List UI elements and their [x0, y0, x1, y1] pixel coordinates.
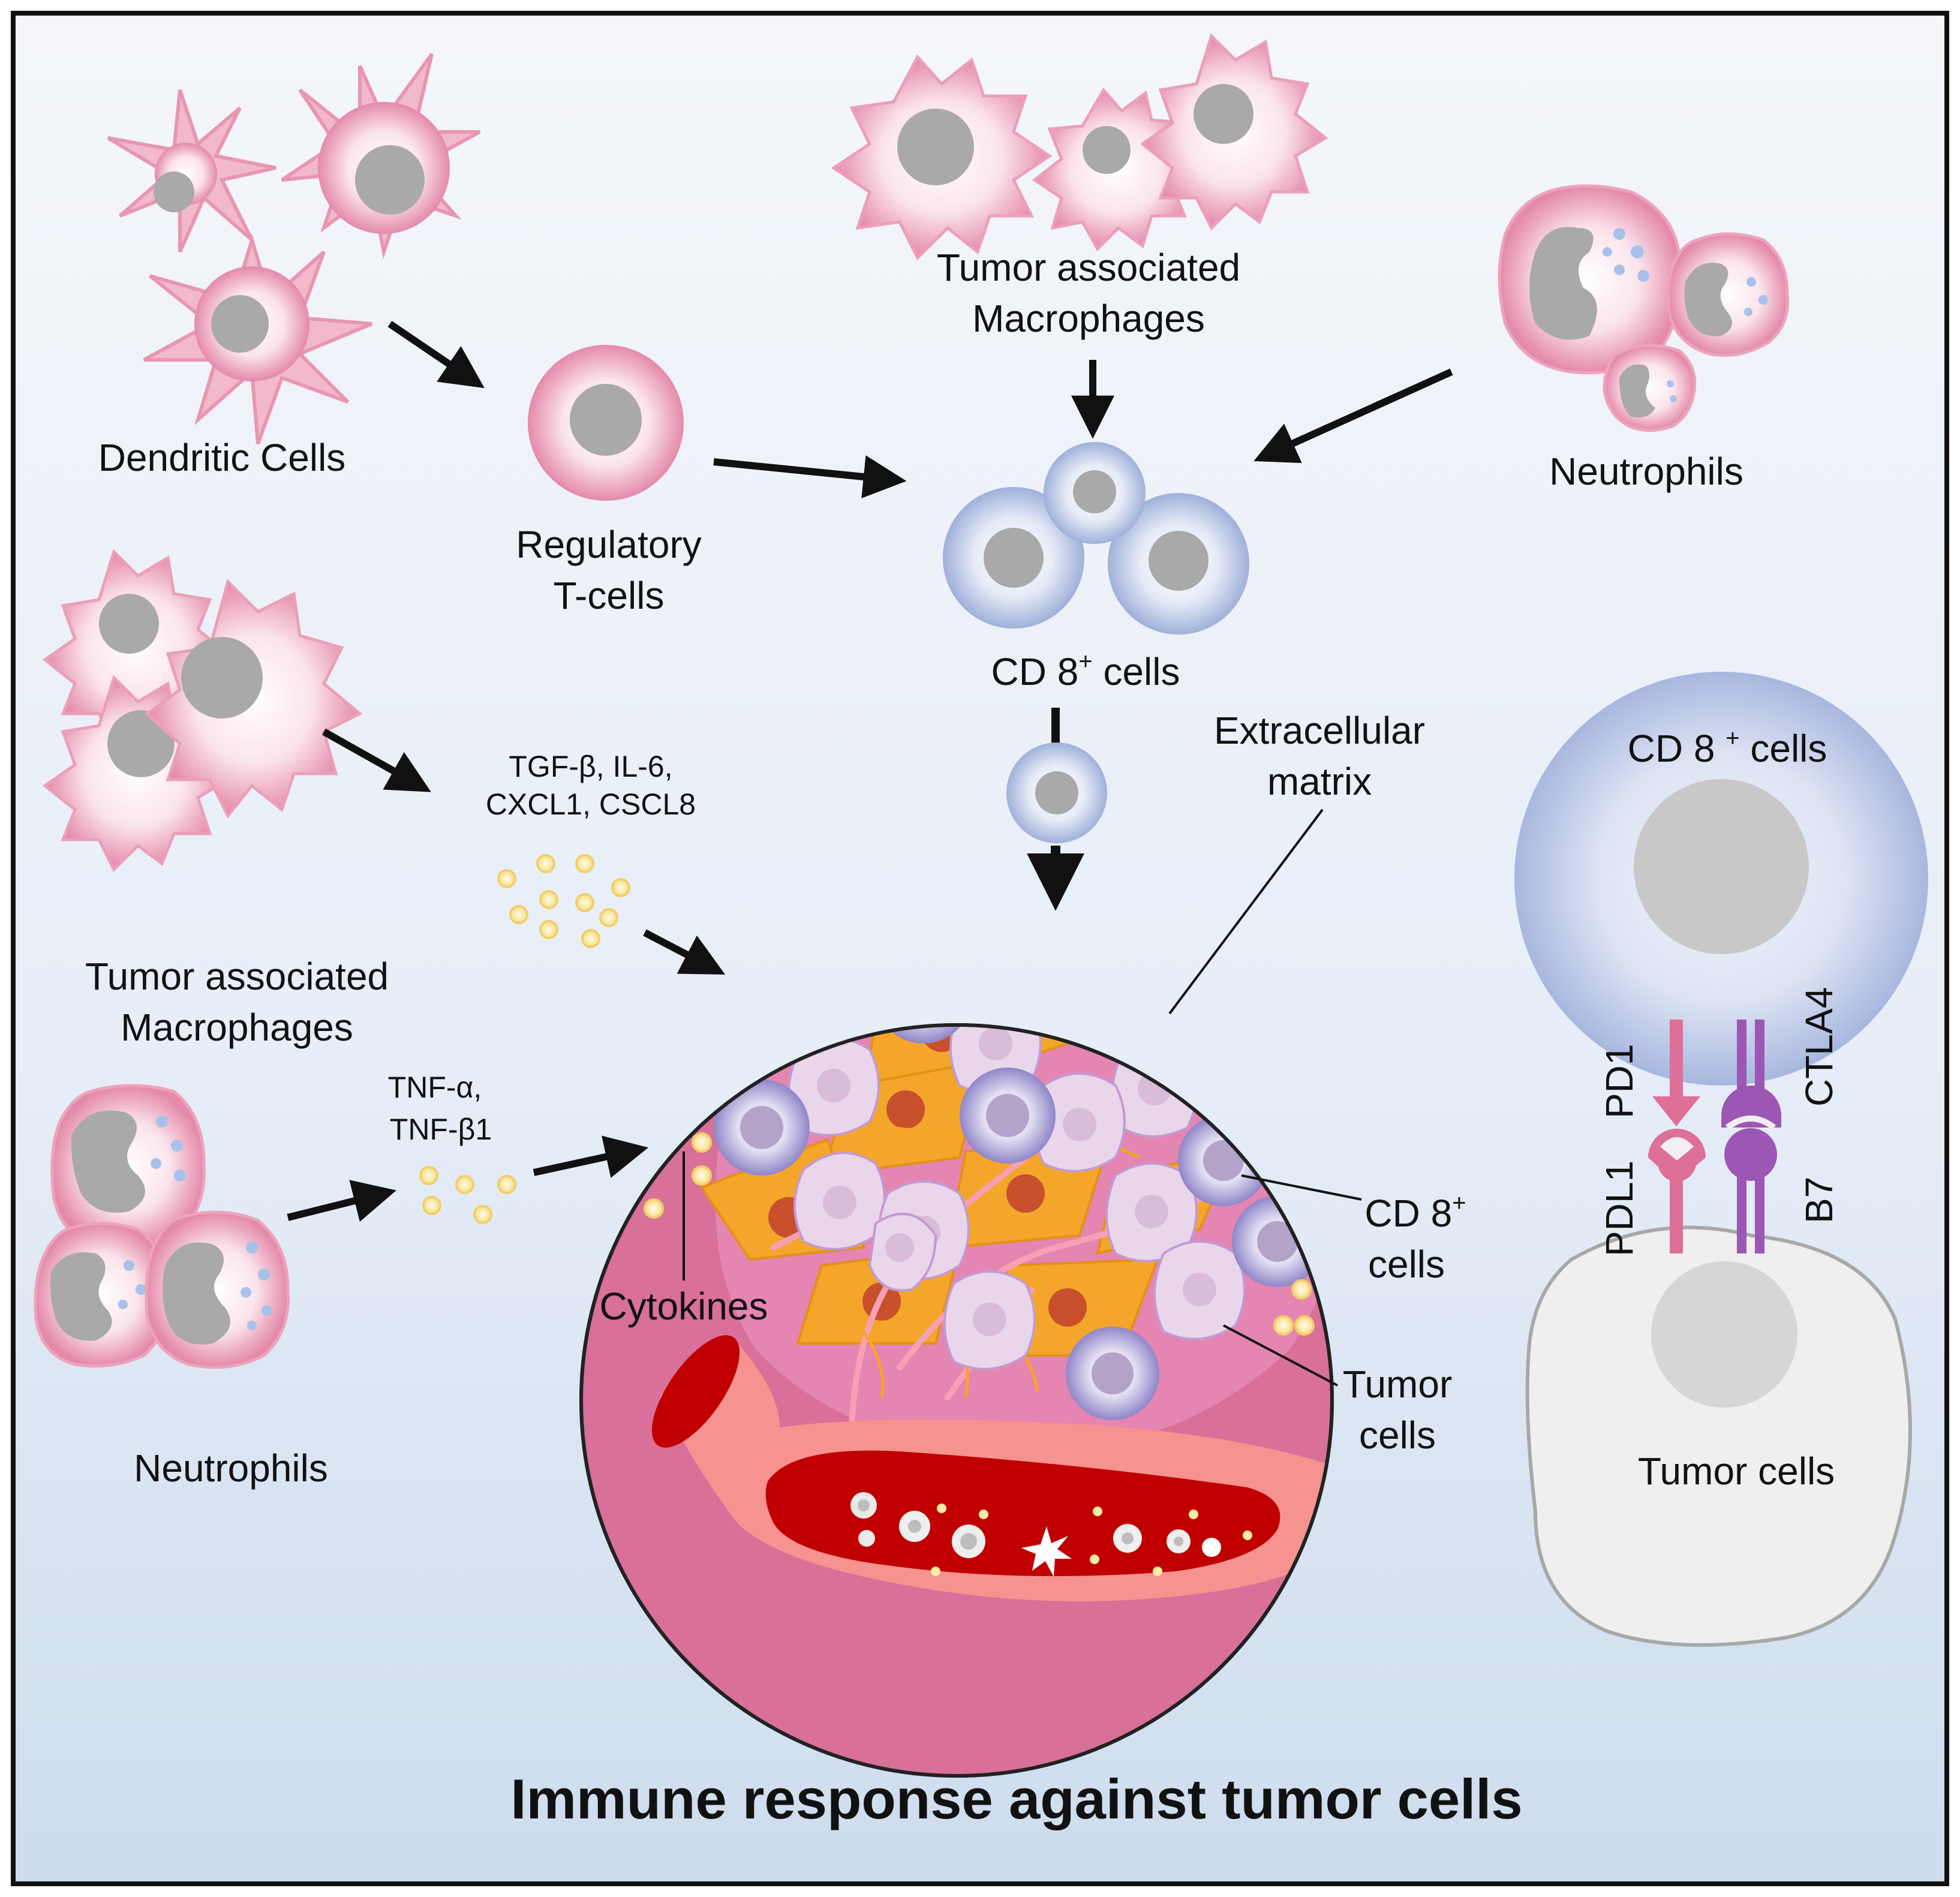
ecm-label-line1: Extracellular — [1214, 709, 1425, 752]
pdl1-label: PDL1 — [1598, 1161, 1641, 1256]
ecm-leader-line — [1168, 808, 1324, 1015]
cd8-cell-icon — [943, 487, 1084, 629]
figure-title: Immune response against tumor cells — [510, 1767, 1522, 1830]
tam-left-label-line1: Tumor associated — [85, 955, 389, 998]
tumor-tme-leader-line — [1223, 1324, 1338, 1387]
neutrophil-icon — [145, 1210, 290, 1369]
regulatory-label-line2: T-cells — [554, 574, 665, 617]
tme-cd8-cell-icon — [714, 1080, 810, 1176]
macrophage-icon — [831, 54, 1053, 261]
neutrophil-group-left — [34, 1084, 290, 1369]
arrow-neutrophils-to-cd8 — [1253, 368, 1453, 464]
dendritic-cell-icon — [143, 233, 373, 445]
macrophage-icon — [1032, 87, 1203, 252]
tumor-cell-icon — [1153, 1240, 1246, 1340]
blood-cells — [850, 1492, 1252, 1577]
cytokine-dot-cluster — [419, 1166, 516, 1224]
neutrophil-icon — [34, 1222, 170, 1368]
cytokine-list-line1: TGF-β, IL-6, — [509, 750, 672, 783]
arrow-neutrophils-to-tnf — [287, 1180, 396, 1222]
tumor-cell-icon — [868, 1213, 937, 1292]
tumor-cell-group — [787, 1025, 1246, 1370]
macrophage-group-left — [42, 549, 363, 873]
checkpoint-panel: CD 8 + cells PD1 PDL1 CTLA4 B7 Tumor cel… — [1514, 672, 1928, 1647]
dendritic-cell-group — [107, 53, 481, 445]
cd8-entering-tme-icon — [1006, 742, 1107, 843]
neutrophil-icon — [50, 1084, 206, 1250]
tumor-tme-label-line2: cells — [1359, 1414, 1436, 1457]
arrow-treg-to-cd8 — [713, 455, 907, 498]
arrow-tnf-to-tme — [533, 1135, 649, 1178]
dendritic-cell-icon — [281, 53, 481, 259]
pd1-pdl1-receptor-pair — [1648, 1020, 1706, 1253]
b7-label: B7 — [1797, 1177, 1841, 1223]
tumor-cell-large — [1525, 1225, 1912, 1647]
tumor-cell-icon — [943, 1270, 1036, 1370]
tme-cd8-cell-icon — [960, 1068, 1056, 1164]
macrophage-group-top — [831, 33, 1328, 261]
cd8-cell-large — [1514, 672, 1928, 1086]
tumor-cell-icon — [793, 1152, 886, 1250]
arrow-macrophages-to-cytokines — [322, 728, 431, 792]
cd8-cell-cluster — [943, 442, 1249, 635]
ctla4-label: CTLA4 — [1797, 987, 1841, 1107]
cytokines-label: Cytokines — [600, 1285, 768, 1328]
regulatory-t-cell — [528, 345, 684, 501]
cd8-tme-label-line2: cells — [1368, 1243, 1445, 1286]
blood-vessel — [651, 1335, 1332, 1601]
cd8-tme-leader-line — [1241, 1174, 1362, 1201]
macrophage-icon — [1140, 33, 1328, 231]
tumor-tme-label-line1: Tumor — [1343, 1363, 1453, 1406]
tumor-right-label: Tumor cells — [1638, 1450, 1835, 1493]
cd8-tme-label-line1: CD 8+ — [1364, 1190, 1466, 1235]
tumor-cell-icon — [1105, 1162, 1198, 1262]
neutrophil-icon — [1667, 232, 1790, 357]
ctla4-b7-receptor-pair — [1721, 1020, 1781, 1253]
ecm-label-line2: matrix — [1267, 760, 1372, 803]
tnf-label-line1: TNF-α, — [388, 1071, 482, 1104]
cytokine-dot-cluster — [497, 854, 630, 948]
neutrophils-top-label: Neutrophils — [1549, 450, 1743, 493]
cd8-cell-icon — [1044, 442, 1146, 544]
arrow-cytokines-to-tme — [643, 929, 726, 975]
tnf-label-line2: TNF-β1 — [390, 1113, 492, 1146]
cytokine-list-line2: CXCL1, CSCL8 — [486, 787, 696, 821]
tam-top-label-line2: Macrophages — [972, 297, 1205, 340]
cd8-right-label: CD 8 + cells — [1628, 725, 1827, 770]
neutrophil-icon — [1603, 344, 1697, 432]
neutrophils-left-label: Neutrophils — [134, 1447, 328, 1490]
pd1-label: PD1 — [1598, 1044, 1641, 1119]
macrophage-icon — [145, 579, 363, 819]
neutrophil-group-top — [1498, 184, 1790, 432]
cd8-top-label: CD 8+ cells — [991, 648, 1180, 693]
regulatory-label-line1: Regulatory — [516, 523, 702, 566]
tam-top-label-line1: Tumor associated — [937, 246, 1240, 289]
tme-cd8-cell-icon — [1066, 1327, 1159, 1420]
arrow-dendritic-to-treg — [387, 321, 485, 389]
tam-left-label-line2: Macrophages — [121, 1006, 353, 1049]
dendritic-cells-label: Dendritic Cells — [98, 436, 346, 479]
neutrophil-icon — [1498, 184, 1682, 375]
cd8-cell-icon — [1108, 493, 1249, 635]
